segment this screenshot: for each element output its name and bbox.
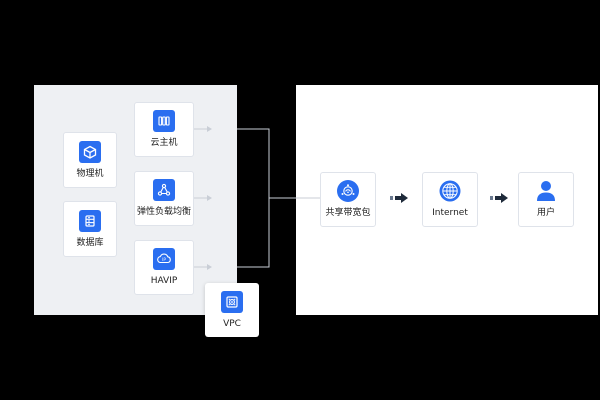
vpc-node[interactable]: VPC <box>205 283 259 337</box>
physical-machine-node[interactable]: 物理机 <box>63 132 117 188</box>
bandwidth-icon <box>337 180 359 202</box>
connector-bracket <box>237 128 270 268</box>
database-node[interactable]: 数据库 <box>63 201 117 257</box>
internet-label: Internet <box>432 208 468 218</box>
internet-node[interactable]: Internet <box>422 172 478 227</box>
cube-icon <box>79 140 101 163</box>
load-balancer-icon <box>153 179 175 201</box>
load-balancer-node[interactable]: 弹性负载均衡 <box>134 171 194 226</box>
user-label: 用户 <box>536 208 555 218</box>
cloud-server-label: 云主机 <box>150 138 178 148</box>
user-node[interactable]: 用户 <box>518 172 574 227</box>
user-icon <box>535 180 557 202</box>
vpc-label: VPC <box>223 318 241 329</box>
havip-label: HAVIP <box>150 276 178 286</box>
server-icon <box>153 110 175 132</box>
cloud-server-node[interactable]: 云主机 <box>134 102 194 157</box>
cloud-ip-icon: IP <box>153 248 175 270</box>
database-label: 数据库 <box>76 237 104 248</box>
load-balancer-label: 弹性负载均衡 <box>136 207 191 217</box>
shared-bandwidth-node[interactable]: 共享带宽包 <box>320 172 376 227</box>
vpc-icon <box>221 290 243 313</box>
database-icon <box>79 209 101 232</box>
physical-machine-label: 物理机 <box>76 168 104 179</box>
havip-node[interactable]: IP HAVIP <box>134 240 194 295</box>
shared-bandwidth-label: 共享带宽包 <box>325 208 371 218</box>
globe-icon <box>439 180 461 202</box>
svg-text:IP: IP <box>162 257 166 262</box>
